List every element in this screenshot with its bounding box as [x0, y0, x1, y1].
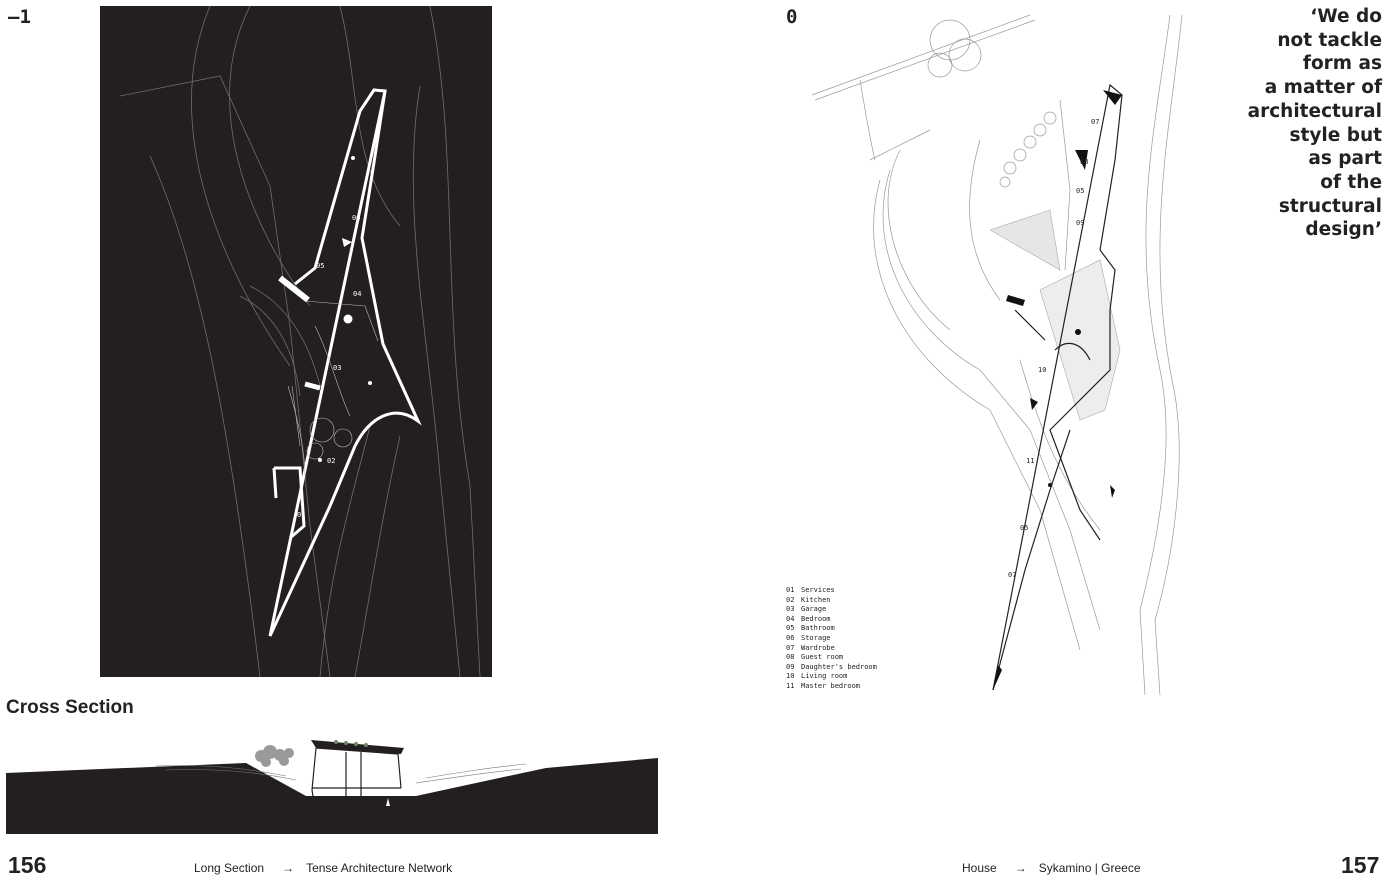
quote-line: architectural: [1247, 100, 1382, 122]
ground-floor-plan: 07 08 05 09 10 11 05 07: [811, 14, 1183, 695]
section-heading: Cross Section: [6, 697, 134, 718]
quote-line: not tackle: [1277, 29, 1382, 51]
plan-label: 06: [352, 214, 360, 222]
page-number-right: 157: [1341, 852, 1380, 878]
footer-left-title: Long Section: [194, 861, 265, 875]
level-label-ground: 0: [786, 6, 798, 28]
plan-label: 01: [297, 511, 305, 519]
arrow-icon: →: [282, 861, 295, 875]
quote-line: of the: [1320, 171, 1382, 193]
quote-line: style but: [1289, 124, 1383, 146]
footer-right-breadcrumb: House → Sykamino | Greece: [962, 861, 1141, 875]
quote-line: ‘We do: [1310, 6, 1382, 27]
plan-label: 10: [1038, 366, 1046, 374]
level-label-basement: –1: [8, 6, 31, 28]
footer-right-subtitle: Sykamino | Greece: [1038, 861, 1141, 875]
plan-label: 03: [333, 364, 341, 372]
quote-line: form as: [1302, 53, 1382, 75]
pull-quote: ‘We do not tackle form as a matter of ar…: [1182, 5, 1382, 242]
plan-label: 07: [1008, 571, 1016, 579]
quote-line: a matter of: [1264, 77, 1382, 99]
plan-label: 05: [1020, 524, 1028, 532]
footer-left-breadcrumb: Long Section → Tense Architecture Network: [194, 861, 452, 875]
quote-line: design’: [1305, 219, 1382, 241]
plan-label: 08: [1080, 158, 1088, 166]
quote-line: as part: [1308, 148, 1382, 170]
plan-label: 05: [1076, 187, 1084, 195]
plan-label: 05: [316, 262, 324, 270]
quote-line: structural: [1278, 195, 1382, 217]
plan-label: 07: [1091, 118, 1099, 126]
cross-section-drawing: [6, 740, 658, 834]
plan-label: 11: [1026, 457, 1034, 465]
plan-label: 04: [353, 290, 361, 298]
arrow-icon: →: [1014, 861, 1027, 875]
footer-left-subtitle: Tense Architecture Network: [306, 861, 453, 875]
plan-label: 02: [327, 457, 335, 465]
plan-label: 09: [1076, 219, 1084, 227]
footer-right-title: House: [962, 861, 997, 875]
page-number-left: 156: [8, 852, 47, 878]
basement-floor-plan: 06 05 04 03 02 01: [100, 6, 492, 677]
